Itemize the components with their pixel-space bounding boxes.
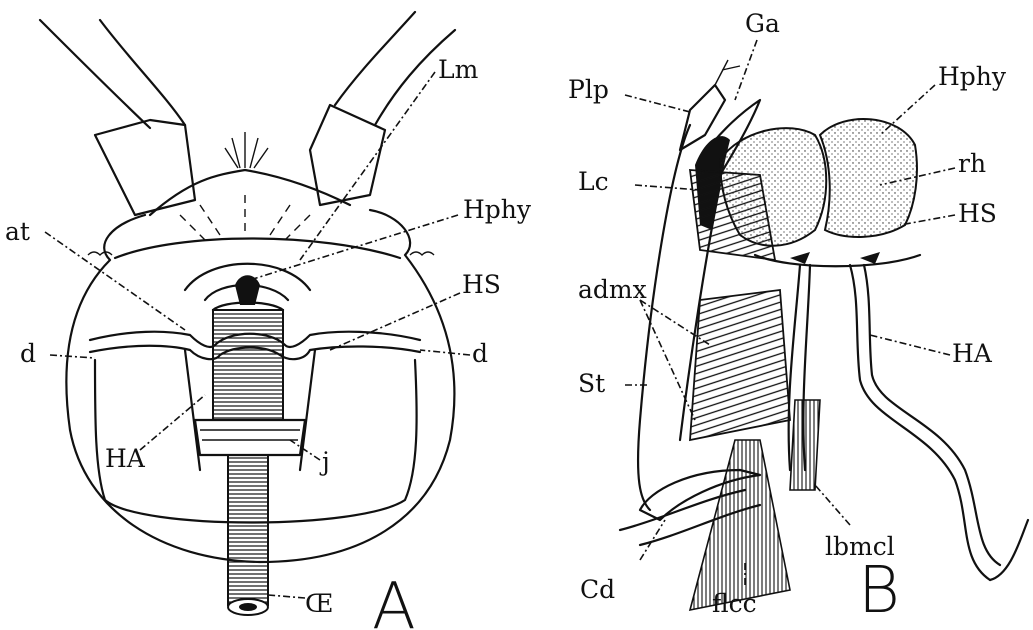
label-b-plp: Plp [568,75,609,104]
label-b-rh: rh [958,149,986,178]
label-b-hs: HS [958,199,997,228]
panel-b-drawing [620,40,1028,610]
label-a-lm: Lm [438,55,479,84]
label-b-st: St [578,369,605,398]
label-a-d-right: d [472,339,488,368]
label-a-hphy: Hphy [463,195,532,224]
label-b-cd: Cd [580,575,615,604]
label-b-lc: Lc [578,167,609,196]
label-a-j: j [319,447,330,476]
panel-a-letter: A [372,570,416,630]
label-a-d-left: d [20,339,36,368]
panel-a-drawing [40,12,470,615]
label-a-ha: HA [105,444,146,473]
label-b-flcc: flcc [712,589,757,618]
label-b-admx: admx [578,275,647,304]
label-b-ga: Ga [745,9,780,38]
label-b-hphy: Hphy [938,62,1007,91]
label-a-at: at [5,217,30,246]
label-a-hs: HS [462,270,501,299]
label-b-ha: HA [952,339,993,368]
panel-b-letter: B [858,554,900,628]
label-a-oe: Œ [305,589,333,618]
